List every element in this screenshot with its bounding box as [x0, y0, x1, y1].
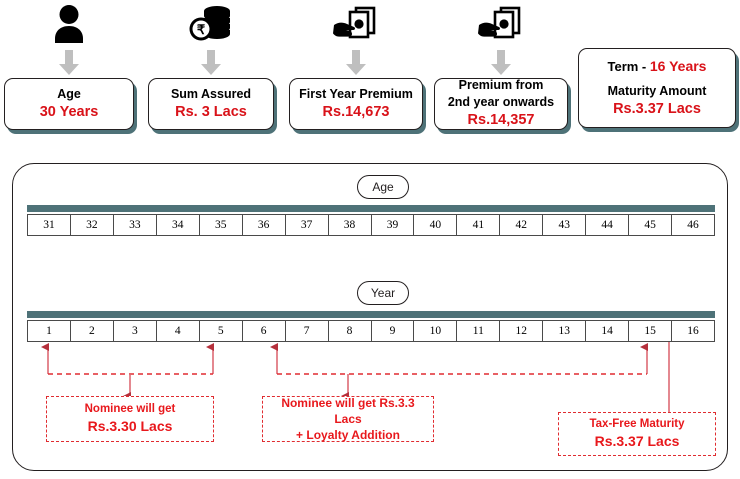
year-cell: 6: [242, 320, 286, 342]
annotation-later-line2: + Loyalty Addition: [296, 428, 400, 443]
year-cell: 7: [285, 320, 329, 342]
card-premium-2nd-year: Premium from 2nd year onwards Rs.14,357: [434, 78, 568, 130]
year-cell: 11: [457, 320, 501, 342]
card-term-label: Term -: [607, 58, 650, 74]
year-cell: 14: [586, 320, 630, 342]
year-cell: 3: [113, 320, 157, 342]
age-pill-label: Age: [357, 175, 409, 199]
year-cell: 1: [27, 320, 71, 342]
card-sum-assured-value: Rs. 3 Lacs: [175, 103, 247, 120]
year-cell: 9: [371, 320, 415, 342]
summary-group-premium-2nd-year: Premium from 2nd year onwards Rs.14,357: [434, 0, 568, 130]
hand-money-icon: [434, 0, 568, 48]
card-sum-assured: Sum Assured Rs. 3 Lacs: [148, 78, 274, 130]
card-premium-2nd-year-label-1: Premium from: [458, 78, 544, 93]
age-timeline-bar: [27, 205, 715, 212]
annotation-nominee-later-years: Nominee will get Rs.3.3 Lacs + Loyalty A…: [262, 396, 434, 442]
age-cell: 43: [543, 214, 587, 236]
annotation-later-line1: Nominee will get Rs.3.3 Lacs: [281, 395, 415, 426]
year-cell: 13: [543, 320, 587, 342]
annotation-nominee-early-years: Nominee will get Rs.3.30 Lacs: [46, 396, 214, 442]
annotation-early-line1: Nominee will get: [84, 403, 176, 416]
down-arrow-icon: [148, 48, 274, 78]
age-cell: 40: [414, 214, 458, 236]
annotation-tax-free-maturity: Tax-Free Maturity Rs.3.37 Lacs: [558, 412, 716, 456]
coins-rupee-icon: ₹: [148, 0, 274, 48]
person-icon: [4, 0, 134, 48]
year-cell: 10: [414, 320, 458, 342]
card-age: Age 30 Years: [4, 78, 134, 130]
down-arrow-icon: [289, 48, 423, 78]
age-cell: 44: [586, 214, 630, 236]
age-cell: 38: [328, 214, 372, 236]
summary-group-sum-assured: ₹ Sum Assured Rs. 3 Lacs: [148, 0, 274, 130]
year-cell: 2: [70, 320, 114, 342]
card-age-label: Age: [57, 86, 81, 101]
age-cell: 31: [27, 214, 71, 236]
year-cell: 5: [199, 320, 243, 342]
age-cell: 36: [242, 214, 286, 236]
down-arrow-icon: [4, 48, 134, 78]
summary-group-first-year-premium: First Year Premium Rs.14,673: [289, 0, 423, 130]
age-cell: 46: [672, 214, 715, 236]
year-cell: 4: [156, 320, 200, 342]
year-cell: 16: [672, 320, 715, 342]
age-cell: 34: [156, 214, 200, 236]
age-cell: 39: [371, 214, 415, 236]
age-cell: 32: [70, 214, 114, 236]
card-sum-assured-label: Sum Assured: [170, 86, 252, 101]
annotation-maturity-line1: Tax-Free Maturity: [589, 418, 685, 431]
annotation-maturity-line2: Rs.3.37 Lacs: [594, 433, 680, 450]
age-cell: 37: [285, 214, 329, 236]
age-cell: 45: [629, 214, 673, 236]
card-first-year-premium: First Year Premium Rs.14,673: [289, 78, 423, 130]
hand-money-icon: [289, 0, 423, 48]
card-premium-2nd-year-value: Rs.14,357: [467, 112, 535, 129]
card-maturity-value: Rs.3.37 Lacs: [613, 100, 701, 117]
svg-text:₹: ₹: [197, 22, 206, 37]
card-maturity-label: Maturity Amount: [607, 83, 707, 98]
card-first-year-premium-value: Rs.14,673: [322, 103, 390, 120]
age-cell: 42: [500, 214, 544, 236]
card-age-value: 30 Years: [39, 103, 99, 120]
year-pill-label: Year: [357, 281, 409, 305]
summary-group-age: Age 30 Years: [4, 0, 134, 130]
age-cell: 41: [457, 214, 501, 236]
down-arrow-icon: [434, 48, 568, 78]
year-timeline-bar: [27, 311, 715, 318]
summary-cards-row: Age 30 Years ₹: [0, 0, 740, 152]
year-cell: 12: [500, 320, 544, 342]
card-first-year-premium-label: First Year Premium: [299, 86, 413, 101]
year-cell: 15: [629, 320, 673, 342]
card-premium-2nd-year-label-2: 2nd year onwards: [447, 95, 555, 110]
annotation-early-line2: Rs.3.30 Lacs: [87, 418, 173, 435]
card-term-maturity: Term - 16 Years Maturity Amount Rs.3.37 …: [578, 48, 736, 128]
age-cell: 33: [113, 214, 157, 236]
age-cell: 35: [199, 214, 243, 236]
card-term-line: Term - 16 Years: [608, 57, 707, 76]
year-cell: 8: [328, 320, 372, 342]
card-term-value: 16 Years: [649, 57, 707, 74]
